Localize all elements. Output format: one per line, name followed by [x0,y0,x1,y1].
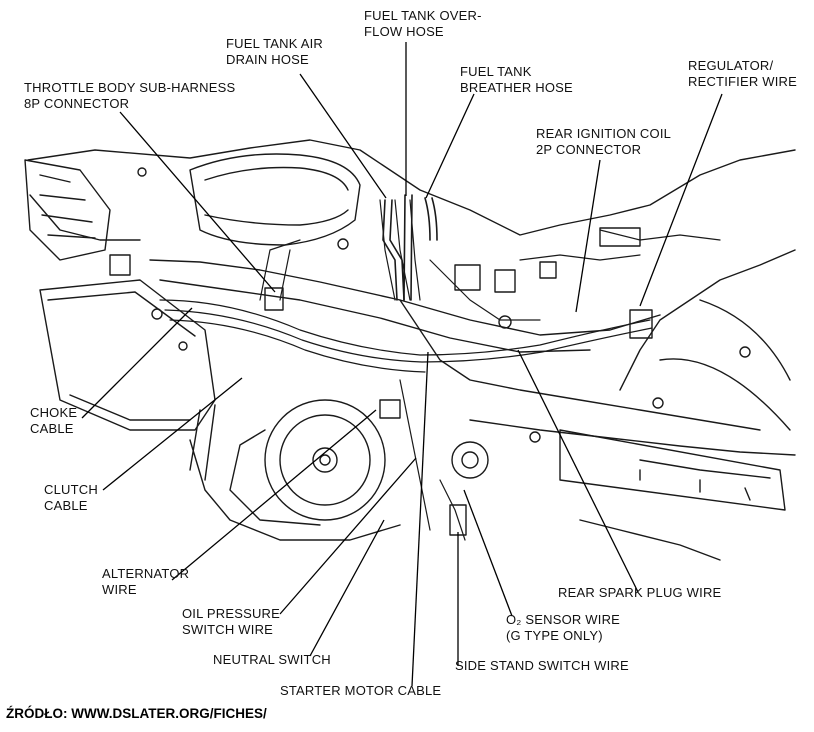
leader-throttle-connector [119,111,276,293]
connectors [109,227,653,536]
leader-alternator-wire [171,409,377,581]
label-fuel-tank-air-drain-hose: FUEL TANK AIR DRAIN HOSE [226,36,323,67]
label-oil-pressure-switch-wire: OIL PRESSURE SWITCH WIRE [182,606,281,637]
label-choke-cable: CHOKE CABLE [30,405,78,436]
fuel-tank-hoses [382,194,438,301]
label-rear-spark-plug-wire: REAR SPARK PLUG WIRE [558,585,722,600]
label-alternator-wire: ALTERNATOR WIRE [102,566,190,597]
swingarm [451,299,791,511]
source-caption: ŹRÓDŁO: WWW.DSLATER.ORG/FICHES/ [6,706,267,721]
bolts [137,167,751,443]
label-starter-motor-cable: STARTER MOTOR CABLE [280,683,442,698]
leader-rear-spark-plug-wire [517,349,639,593]
leader-breather-hose [425,93,475,199]
label-clutch-cable: CLUTCH CABLE [44,482,98,513]
leader-oil-pressure-wire [279,457,417,615]
side-cover-panel [39,279,216,431]
leader-regulator-wire [639,93,723,307]
leader-o2-sensor-wire [463,489,513,617]
leader-ignition-coil-connector [575,159,601,313]
wire-harness [159,199,721,541]
leader-lines [81,42,723,687]
label-o2-sensor-wire: O₂ SENSOR WIRE (G TYPE ONLY) [506,612,621,643]
leader-clutch-cable [102,377,243,491]
label-fuel-tank-overflow-hose: FUEL TANK OVER- FLOW HOSE [364,8,482,39]
radiator-area [24,159,111,261]
engine-case [189,399,401,541]
leader-neutral-switch [309,519,385,657]
label-side-stand-switch-wire: SIDE STAND SWITCH WIRE [455,658,629,673]
leader-air-drain-hose [299,73,387,199]
label-throttle-body-sub-harness: THROTTLE BODY SUB-HARNESS 8P CONNECTOR [24,80,236,111]
leader-starter-cable [411,351,429,687]
label-regulator-rectifier-wire: REGULATOR/ RECTIFIER WIRE [688,58,797,89]
air-cleaner-housing [189,153,361,246]
label-fuel-tank-breather-hose: FUEL TANK BREATHER HOSE [460,64,573,95]
frame-outline [27,139,796,561]
label-rear-ignition-coil-connector: REAR IGNITION COIL 2P CONNECTOR [536,126,672,157]
leader-choke-cable [81,307,193,419]
label-neutral-switch: NEUTRAL SWITCH [213,652,331,667]
